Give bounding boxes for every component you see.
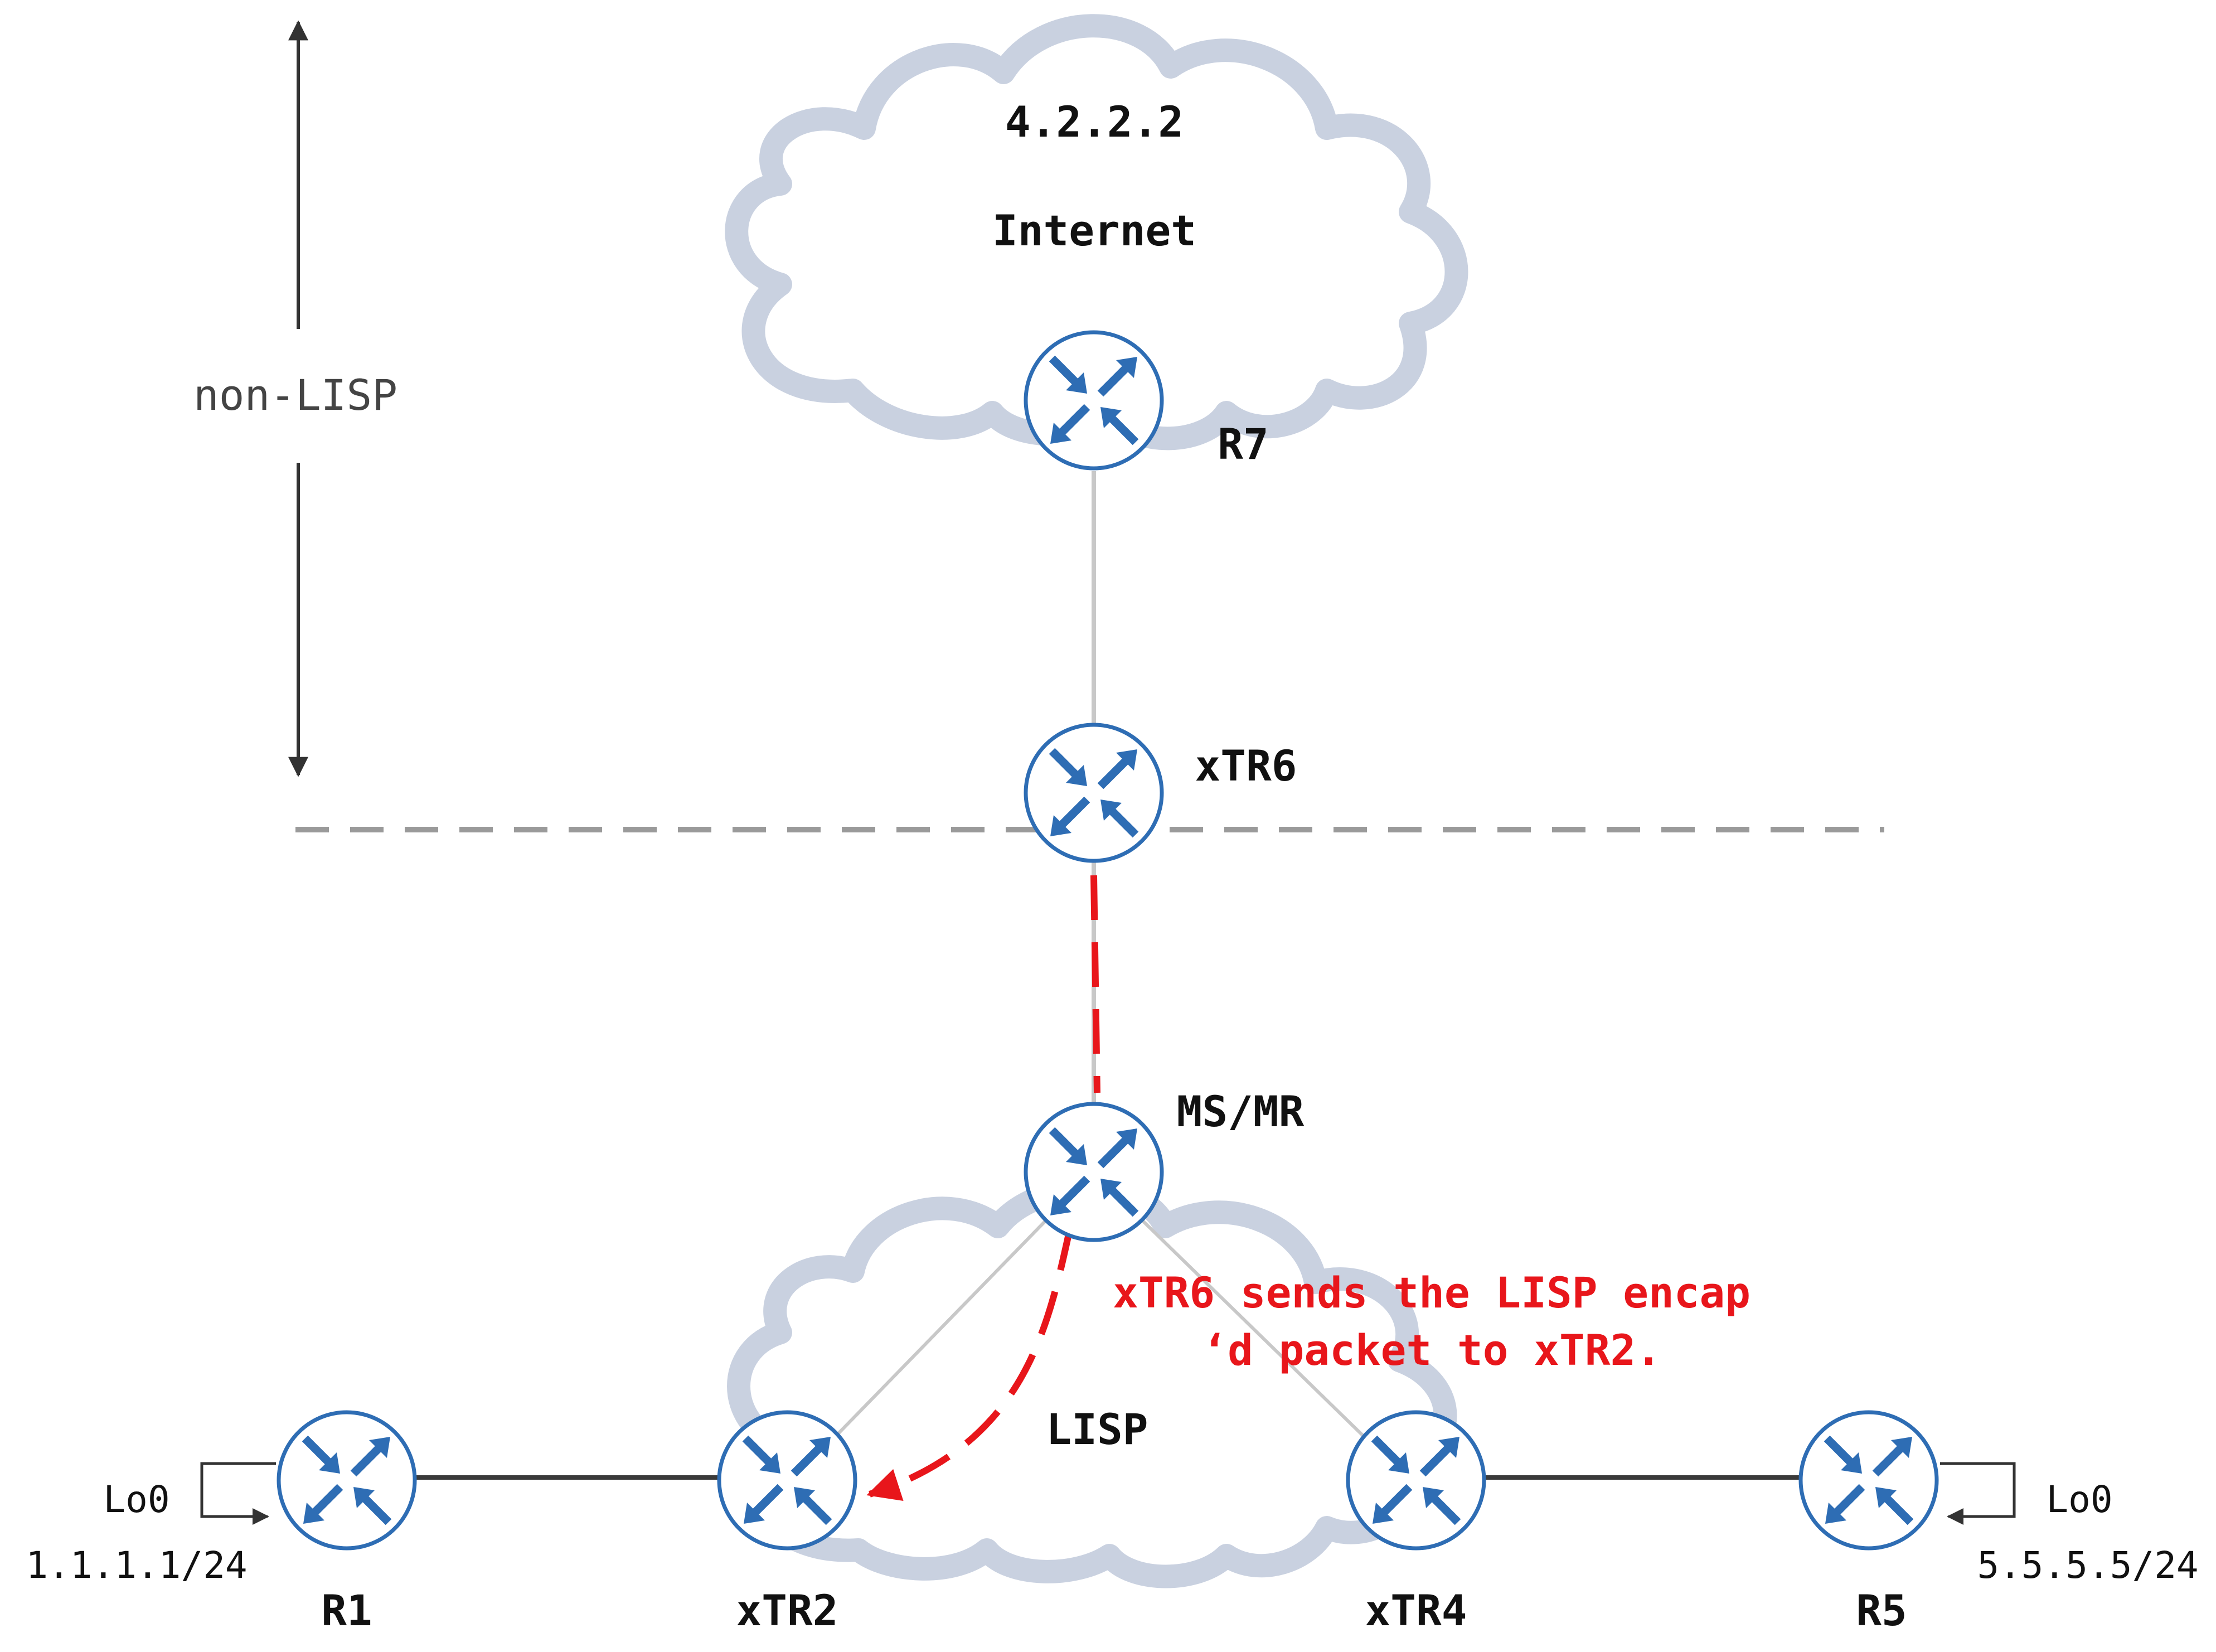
router-r1[interactable] xyxy=(279,1412,415,1548)
router-label-msmr: MS/MR xyxy=(1177,1087,1305,1136)
lisp-label: LISP xyxy=(1046,1404,1148,1454)
lisp-cloud xyxy=(727,1177,1457,1588)
router-xtr2[interactable] xyxy=(719,1412,855,1548)
r5-loopback-bracket xyxy=(1940,1462,2016,1525)
r5-ip-label: 5.5.5.5/24 xyxy=(1977,1544,2198,1587)
link-msmr-xtr4 xyxy=(1138,1217,1365,1437)
router-xtr6[interactable] xyxy=(1026,725,1162,861)
packet-path-xtr6-to-msmr xyxy=(1090,875,1100,1093)
link-msmr-xtr2 xyxy=(835,1217,1050,1437)
router-label-r1: R1 xyxy=(321,1586,372,1635)
r1-loopback-label: Lo0 xyxy=(103,1478,169,1521)
router-label-r7: R7 xyxy=(1218,419,1269,469)
non-lisp-label: non-LISP xyxy=(193,370,397,420)
router-label-xtr6: xTR6 xyxy=(1195,741,1297,791)
internet-label: Internet xyxy=(992,206,1196,255)
router-xtr4[interactable] xyxy=(1348,1412,1484,1548)
router-label-r5: R5 xyxy=(1856,1586,1907,1635)
r1-ip-label: 1.1.1.1/24 xyxy=(26,1544,247,1587)
internet-ip-label: 4.2.2.2 xyxy=(1005,97,1184,147)
annotation-line-1: xTR6 sends the LISP encap xyxy=(1113,1268,1751,1317)
router-label-xtr2: xTR2 xyxy=(736,1586,838,1635)
r1-loopback-bracket xyxy=(200,1462,276,1525)
r5-loopback-label: Lo0 xyxy=(2046,1478,2112,1521)
router-label-xtr4: xTR4 xyxy=(1365,1586,1467,1635)
packet-path-msmr-to-xtr2 xyxy=(866,1225,1074,1501)
router-r7[interactable] xyxy=(1026,332,1162,468)
router-msmr[interactable] xyxy=(1026,1104,1162,1240)
annotation-line-2: ‘d packet to xTR2. xyxy=(1202,1325,1661,1375)
router-r5[interactable] xyxy=(1801,1412,1937,1548)
